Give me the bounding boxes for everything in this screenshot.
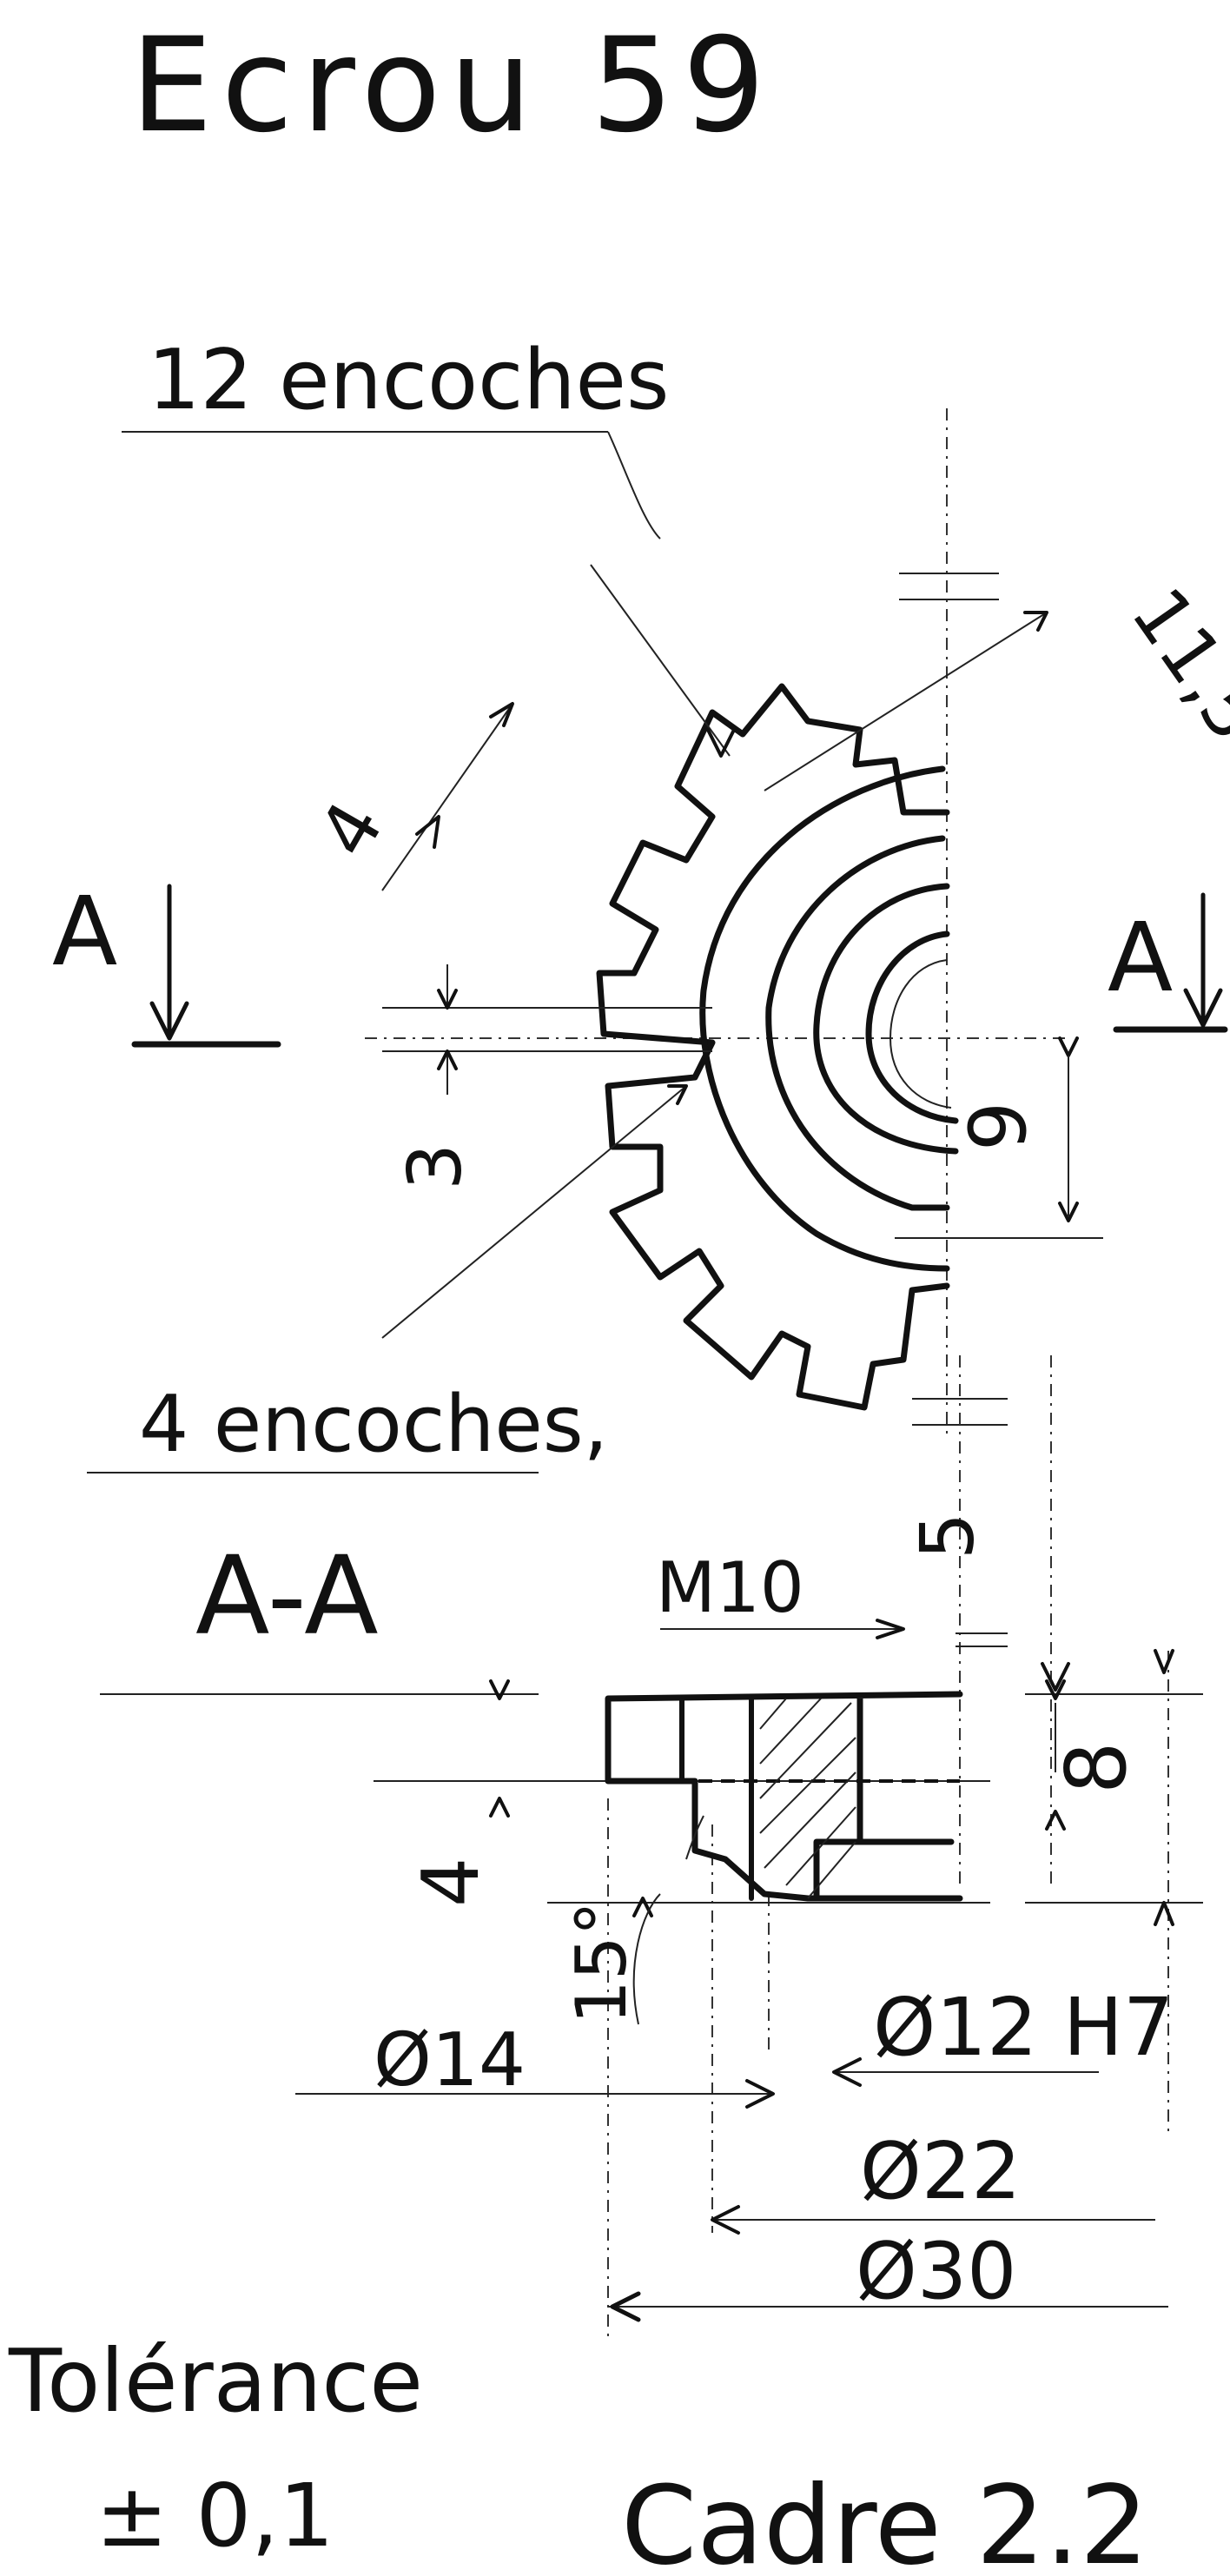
section-outline <box>605 1691 963 1902</box>
dim-radius: 11,5 <box>1114 573 1230 758</box>
dim-dia-12: Ø12 H7 <box>873 1981 1174 2074</box>
dim-chamfer-angle: 15° <box>561 1901 642 2024</box>
dim-thread: M10 <box>656 1547 804 1628</box>
section-view <box>100 1355 1203 2337</box>
dim-upper-gap: 5 <box>905 1513 991 1560</box>
dim-height-top: 8 <box>1049 1742 1145 1794</box>
callout-12-notches: 12 encoches <box>148 333 669 428</box>
section-label: A-A <box>195 1533 379 1659</box>
section-marker-left: A <box>52 876 117 987</box>
drawing-title: Ecrou 59 <box>130 10 774 162</box>
dim-height-bottom: 4 <box>406 1858 497 1907</box>
dim-notch-depth: 3 <box>393 1143 479 1190</box>
inner-arc-outer <box>699 765 950 1272</box>
inner-arc-bore <box>813 883 959 1155</box>
dim-dia-30: Ø30 <box>856 2226 1016 2317</box>
frame-label: Cadre 2.2 <box>621 2463 1148 2576</box>
dim-notch-width: 4 <box>302 787 400 871</box>
tolerance-value: ± 0,1 <box>96 2465 334 2566</box>
dim-bore-inner: 9 <box>953 1102 1044 1151</box>
notched-outline <box>596 683 950 1411</box>
dim-dia-22: Ø22 <box>860 2126 1021 2217</box>
inner-arc-middle <box>765 835 950 1211</box>
callout-4-notches: 4 encoches, <box>139 1379 608 1470</box>
section-marker-right: A <box>1108 902 1173 1013</box>
dim-dia-14: Ø14 <box>374 2017 526 2103</box>
front-view <box>87 408 1228 1473</box>
inner-arc-small <box>865 930 959 1124</box>
tolerance-label: Tolérance <box>8 2330 423 2432</box>
